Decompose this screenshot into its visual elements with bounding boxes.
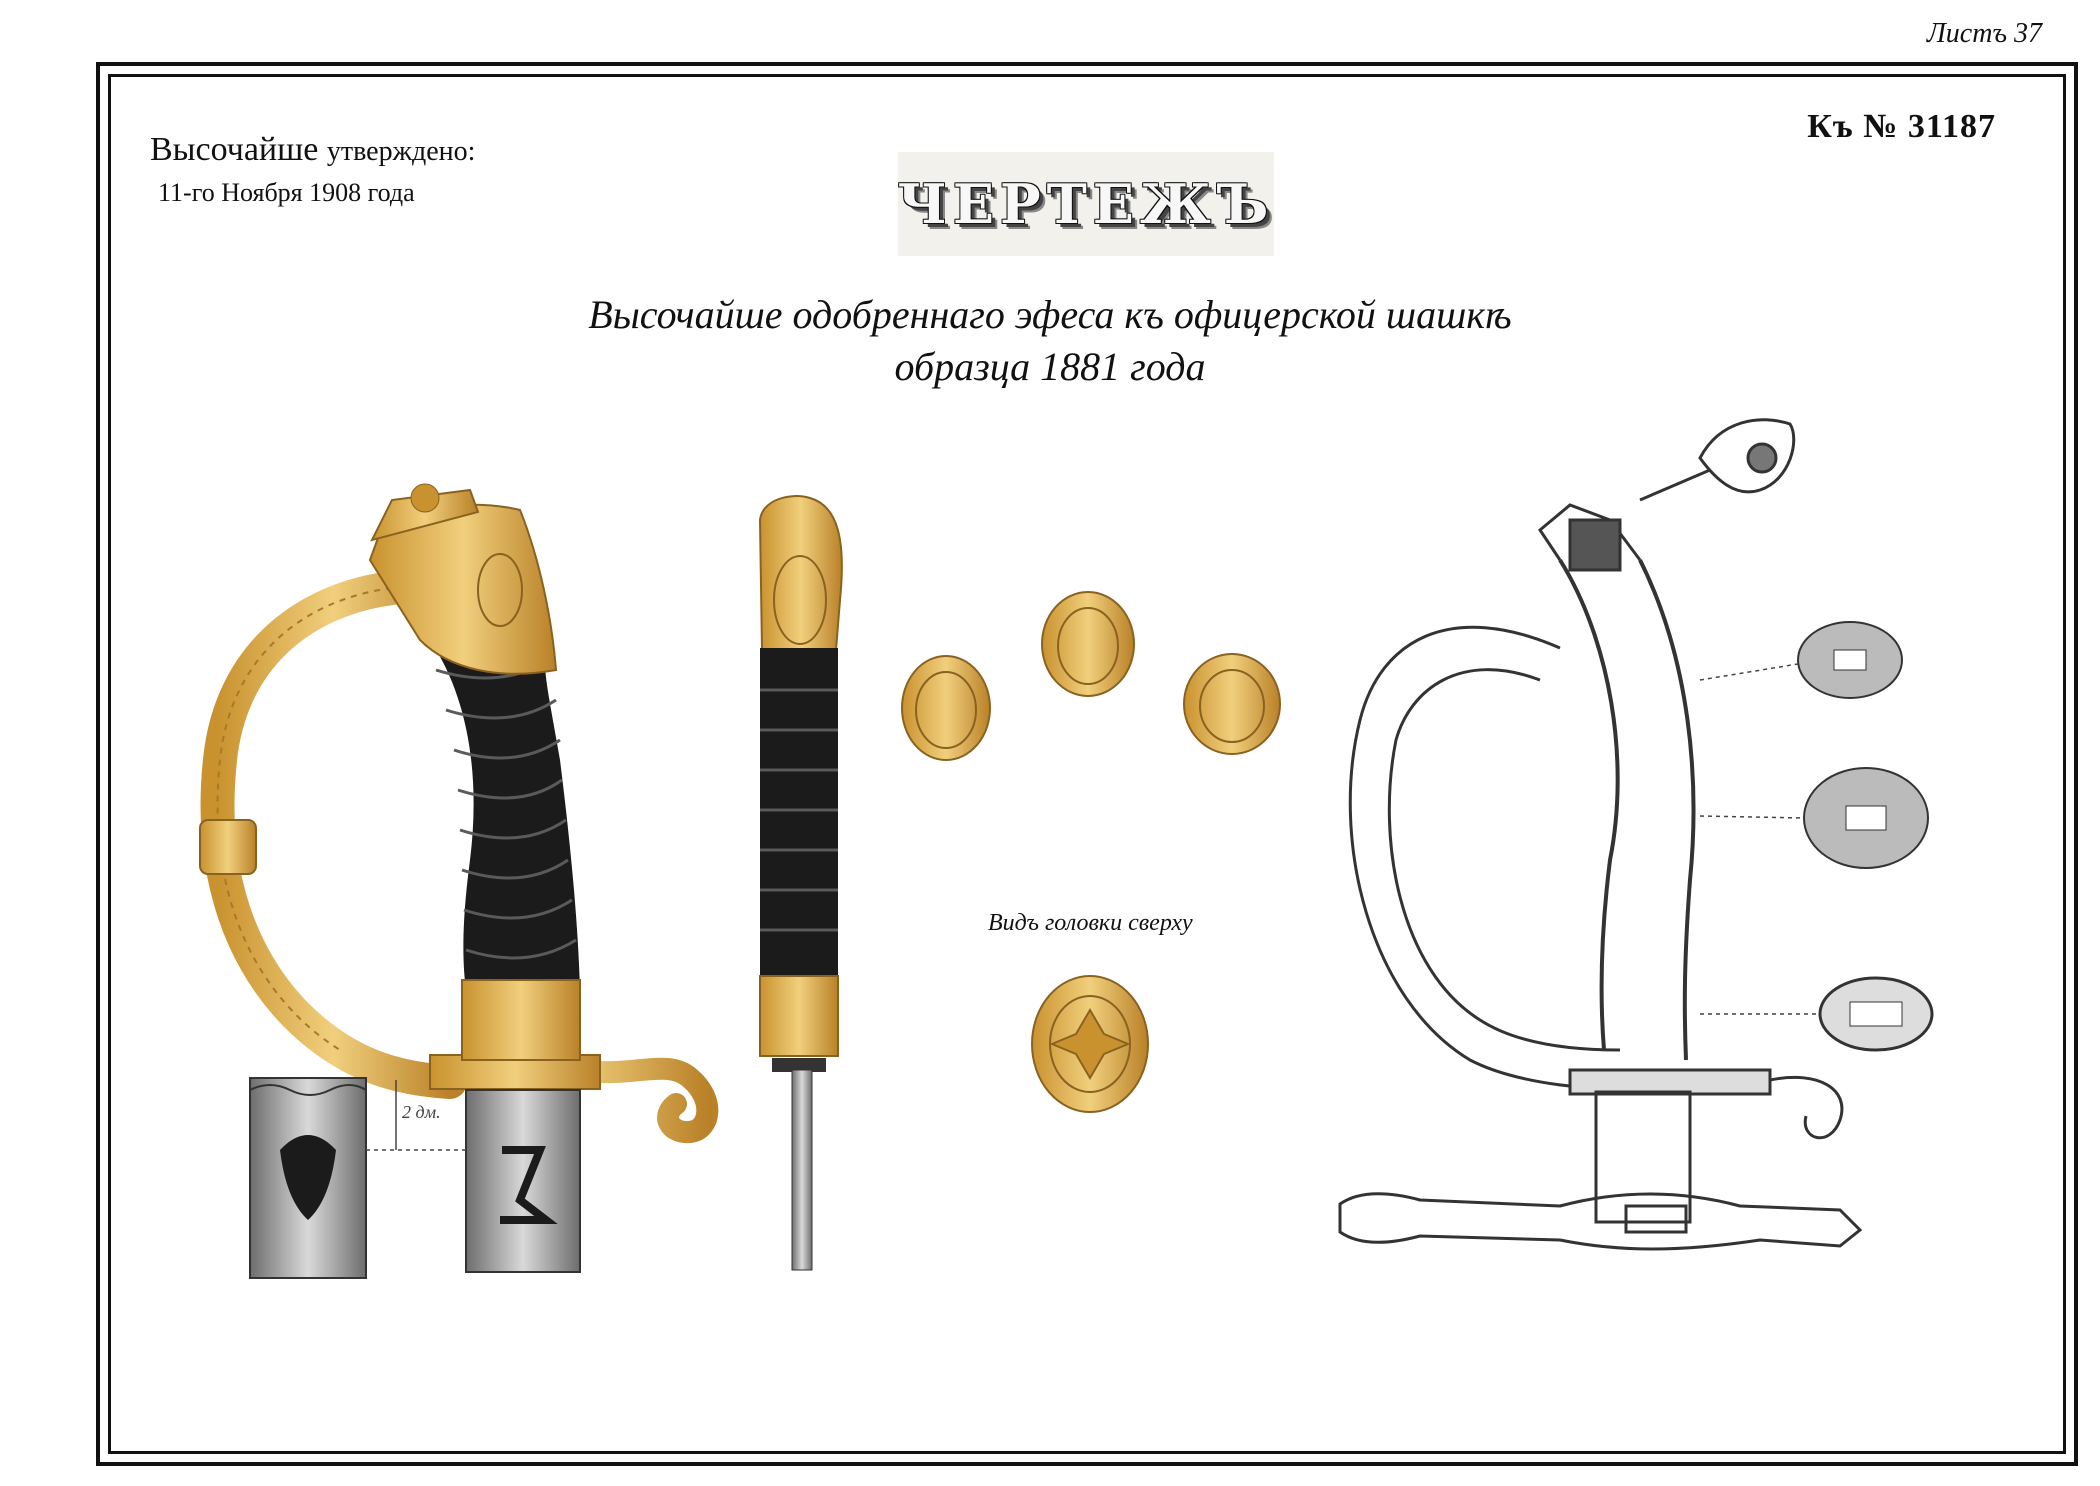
- washer-2: [1699, 767, 1929, 869]
- title-line-1: Высочайше одобреннаго эфеса къ офицерско…: [588, 292, 1512, 337]
- approval-date: 11-го Ноября 1908 года: [158, 177, 415, 207]
- drawing-word: ЧЕРТЕЖЪ: [897, 172, 1275, 236]
- pommel-top-view: [1031, 975, 1149, 1113]
- approval-block: Высочайше утверждено: 11-го Ноября 1908 …: [150, 130, 475, 208]
- reference-number: Къ № 31187: [1807, 108, 1996, 145]
- saber-hilt-front-view: [758, 495, 843, 1271]
- approval-word2: утверждено:: [326, 136, 476, 167]
- blade-detail-monogram: [465, 1089, 581, 1273]
- sheet-number: Листъ 37: [1926, 18, 2042, 49]
- pommel-top-caption: Видъ головки сверху: [988, 910, 1193, 936]
- frame-inner: [108, 74, 2066, 1454]
- washer-1: [1699, 621, 1903, 699]
- dimension-label: 2 дм.: [402, 1102, 441, 1122]
- monogram-cartouche-right: [1183, 653, 1281, 755]
- drawing-word-plate: ЧЕРТЕЖЪ: [898, 152, 1274, 256]
- washer-3: [1700, 976, 1934, 1052]
- blade-detail-eagle: [249, 1077, 367, 1279]
- title-line-2: образца 1881 года: [894, 344, 1206, 389]
- approval-word1: Высочайше: [150, 131, 319, 168]
- frame-outer: [96, 62, 2078, 1466]
- saber-hilt-side-view: [199, 483, 719, 1144]
- monogram-cartouche-left: [901, 655, 991, 761]
- dimension-line: 2 дм.: [366, 1080, 466, 1151]
- monogram-cartouche-center: [1041, 591, 1135, 697]
- hilt-section-drawing: [1338, 418, 1863, 1251]
